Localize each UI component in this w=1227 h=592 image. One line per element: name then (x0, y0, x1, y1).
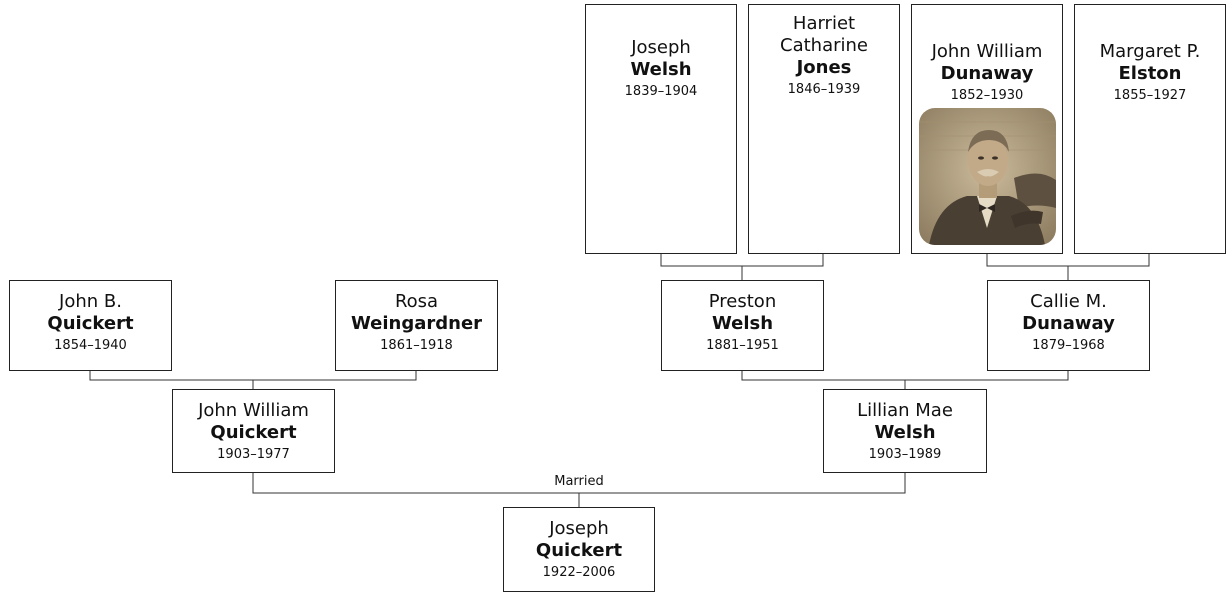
life-years: 1852–1930 (950, 88, 1024, 103)
surname: Quickert (535, 540, 623, 561)
parents-connector-welsh-dunaway (741, 371, 1069, 381)
surname: Welsh (630, 59, 692, 80)
married-label: Married (554, 474, 604, 489)
person-card-john-william-quickert[interactable]: John William Quickert 1903–1977 (172, 389, 335, 473)
life-years: 1839–1904 (624, 84, 698, 99)
life-years: 1922–2006 (542, 565, 616, 580)
person-card-joseph-quickert[interactable]: Joseph Quickert 1922–2006 (503, 507, 655, 592)
life-years: 1903–1977 (217, 447, 290, 462)
given-name: Lillian Mae (857, 400, 953, 421)
life-years: 1903–1989 (868, 447, 942, 462)
life-years: 1854–1940 (54, 338, 127, 353)
life-years: 1881–1951 (706, 338, 779, 353)
given-name: Joseph (631, 37, 691, 58)
life-years: 1879–1968 (1032, 338, 1105, 353)
parents-connector-dunaway-elston (986, 254, 1150, 267)
life-years: 1846–1939 (787, 82, 861, 97)
given-name: Margaret P. (1099, 41, 1201, 62)
person-card-rosa-weingardner[interactable]: Rosa Weingardner 1861–1918 (335, 280, 498, 371)
person-card-john-william-dunaway[interactable]: John William Dunaway 1852–1930 (911, 4, 1063, 254)
parents-connector-welsh-jones (660, 254, 824, 267)
surname: Quickert (210, 422, 297, 443)
life-years: 1855–1927 (1113, 88, 1187, 103)
surname: Welsh (874, 422, 936, 443)
parents-connector-quickert (89, 371, 417, 381)
given-name: John B. (59, 291, 122, 312)
person-card-john-b-quickert[interactable]: John B. Quickert 1854–1940 (9, 280, 172, 371)
surname: Dunaway (1022, 313, 1115, 334)
person-card-preston-welsh[interactable]: Preston Welsh 1881–1951 (661, 280, 824, 371)
portrait-photo (918, 108, 1056, 245)
life-years: 1861–1918 (380, 338, 453, 353)
surname: Jones (796, 57, 852, 78)
given-name: Joseph (549, 518, 609, 539)
person-card-callie-m-dunaway[interactable]: Callie M. Dunaway 1879–1968 (987, 280, 1150, 371)
given-name: Rosa (394, 291, 439, 312)
surname: Dunaway (940, 63, 1034, 84)
surname: Elston (1118, 63, 1182, 84)
person-card-lillian-mae-welsh[interactable]: Lillian Mae Welsh 1903–1989 (823, 389, 987, 473)
surname: Weingardner (350, 313, 483, 334)
person-card-joseph-welsh[interactable]: Joseph Welsh 1839–1904 (585, 4, 737, 254)
given-name: Preston (708, 291, 777, 312)
given-name: John William (198, 400, 309, 421)
given-name: Callie M. (1030, 291, 1107, 312)
given-name: Harriet Catharine (780, 13, 868, 56)
person-card-margaret-p-elston[interactable]: Margaret P. Elston 1855–1927 (1074, 4, 1226, 254)
given-name: John William (931, 41, 1043, 62)
person-card-harriet-catharine-jones[interactable]: Harriet Catharine Jones 1846–1939 (748, 4, 900, 254)
surname: Welsh (711, 313, 774, 334)
surname: Quickert (47, 313, 134, 334)
